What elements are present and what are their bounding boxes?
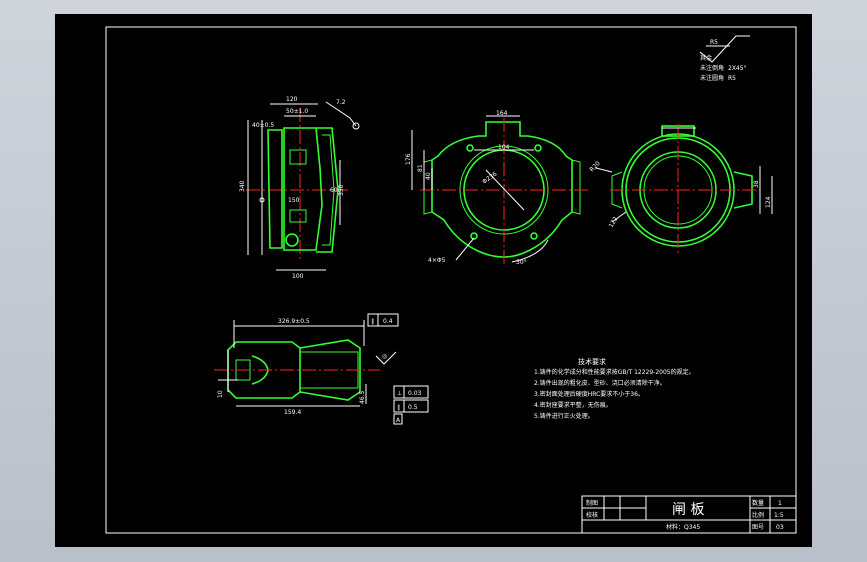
tech-line-4: 4.密封座要求平整，无伤痕。: [534, 401, 612, 409]
dim-72: 7.2: [336, 99, 346, 106]
dim-40: 40±0.5: [252, 122, 274, 129]
drawing-sheet: R5 其余 未注倒角 2X45° 未注圆角 R5: [55, 14, 812, 547]
tech-line-3: 3.密封面处理后硬度HRC要求不小于36。: [534, 390, 644, 398]
dim-30deg: 30°: [516, 259, 527, 266]
label-code: 图号: [752, 524, 764, 531]
dim-r20: R20: [588, 160, 601, 173]
tol-sym-2: ⊥: [397, 390, 402, 397]
tech-line-2: 2.铸件出现的粗化皮、型砂、浇口必须清除干净。: [534, 379, 666, 387]
tol-sym-1: ∥: [371, 318, 374, 325]
label-draw: 制图: [586, 499, 598, 507]
roughness-note-3: 未注圆角: [700, 74, 724, 82]
cad-drawing: R5 其余 未注倒角 2X45° 未注圆角 R5: [105, 26, 797, 534]
tolerance-frame-1: [367, 313, 399, 327]
roughness-note-1: 其余: [700, 54, 712, 62]
dim-60: 60: [330, 187, 338, 194]
roughness-val-2: 2X45°: [728, 65, 747, 72]
roughness-value: R5: [710, 39, 718, 46]
dim-350: 350: [338, 184, 345, 196]
front-view: 164 104 176 81 40 Φ236 4×Φ5 30°: [405, 110, 590, 266]
dim-holes: 4×Φ5: [428, 257, 446, 264]
code-value: 03: [776, 524, 784, 531]
dim-40b: 40: [425, 172, 432, 180]
roughness-note-2: 未注倒角: [700, 64, 724, 72]
inner-border: [105, 26, 797, 534]
datum-a: A: [396, 417, 401, 424]
dim-159: 159.4: [284, 409, 301, 416]
side-section-view: 120 40±0.5 50±1.0 7.2 340 60 350 150 100: [239, 96, 360, 280]
tech-line-1: 1.铸件的化学成分和性能要求按GB/T 12229-2005的规定。: [534, 368, 695, 376]
dim-50: 50±1.0: [286, 108, 308, 115]
label-qty: 数量: [752, 499, 764, 507]
dim-124: 124: [765, 196, 772, 208]
dim-164: 164: [496, 110, 508, 117]
roughness-note: R5 其余 未注倒角 2X45° 未注圆角 R5: [699, 35, 750, 82]
tol-val-1: 0.4: [383, 318, 393, 325]
tech-line-5: 5.铸件进行正火处理。: [534, 412, 594, 420]
dim-340: 340: [239, 180, 246, 192]
dim-150: 150: [288, 197, 300, 204]
title-block: 制图 校核 闸 板 材料：Q345 数量 1 比例 1:5 图号 03: [581, 495, 797, 534]
material: 材料：Q345: [666, 523, 700, 531]
label-check: 校核: [586, 511, 598, 519]
part-name: 闸 板: [672, 502, 704, 518]
tol-val-2a: 0.03: [408, 390, 422, 397]
qty-value: 1: [778, 500, 782, 507]
label-scale: 比例: [752, 511, 764, 519]
dim-46: 46.5: [359, 390, 366, 404]
scale-value: 1:5: [774, 512, 784, 519]
technical-requirements: 技术要求 1.铸件的化学成分和性能要求按GB/T 12229-2005的规定。 …: [534, 357, 695, 420]
rear-view: R20 38 124 122: [588, 124, 773, 256]
dim-81: 81: [417, 164, 424, 172]
tolerance-frame-2: [393, 385, 429, 399]
dim-122: 122: [608, 215, 620, 229]
roughness-sym-top: ◎: [382, 353, 387, 360]
dim-120: 120: [286, 96, 298, 103]
tolerance-frame-3: [393, 399, 429, 413]
dim-176: 176: [405, 153, 412, 165]
top-section-view: 326.9±0.5 159.4 10 46.5 ◎ ∥ 0.4 ⊥ 0.03 ∥…: [214, 313, 429, 425]
dim-104: 104: [498, 144, 510, 151]
dim-10: 10: [217, 390, 224, 398]
roughness-val-3: R5: [728, 75, 736, 82]
tol-val-2b: 0.5: [408, 404, 418, 411]
dim-38: 38: [753, 180, 760, 188]
tech-title: 技术要求: [578, 357, 606, 366]
dim-236: Φ236: [481, 171, 498, 186]
dim-326: 326.9±0.5: [278, 318, 310, 325]
tol-sym-3: ∥: [397, 404, 400, 411]
dim-100: 100: [292, 273, 304, 280]
